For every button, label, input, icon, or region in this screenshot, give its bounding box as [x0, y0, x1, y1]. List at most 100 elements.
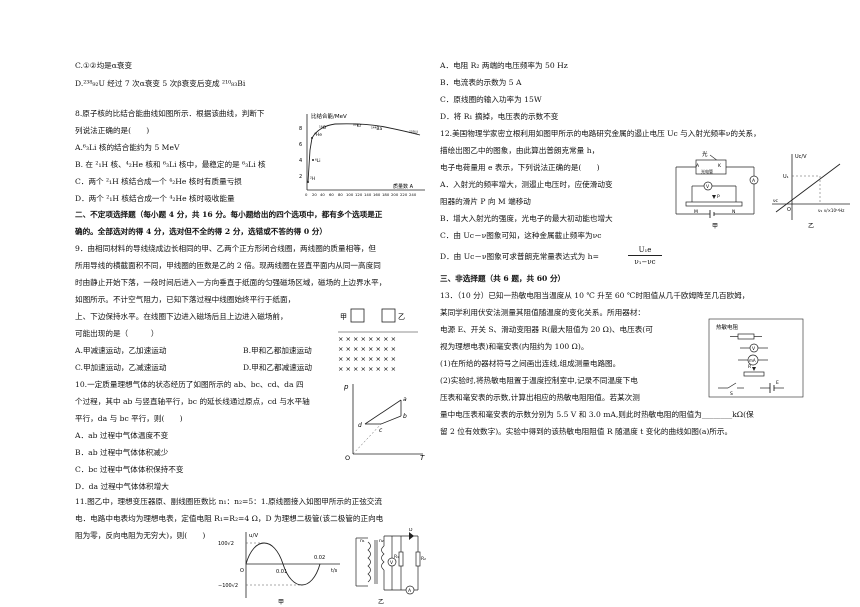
q13-line-5: (1)在所给的器材符号之间画出连线,组成测量电路图。 — [440, 359, 621, 368]
q8-stem-2: 列说法正确的是( ) — [75, 126, 150, 135]
pt-origin: O — [345, 454, 350, 460]
q11-option-d: D．将 R₁ 摘掉，电压表的示数不变 — [440, 112, 559, 121]
q9-line-6: 可能出现的是（ ） — [75, 329, 159, 338]
pt-axis-t: T — [420, 454, 425, 460]
fig8-label-kr: ⁸⁹Kr — [353, 123, 362, 129]
q9-option-d: D.甲和乙都减速运动 — [243, 363, 312, 372]
primary-coil — [367, 541, 371, 583]
pt-label-c: c — [379, 427, 383, 434]
q12-option-d: D．由 Uc－ν图象可求普朗克常量表达式为 h= — [440, 252, 599, 261]
pt-axis-p: p — [343, 383, 349, 391]
q13-line-2: 某同学利用伏安法测量其阻值随温度的变化关系。所用器材： — [440, 308, 646, 317]
q10-option-c: C．bc 过程中气体体积保持不变 — [75, 465, 184, 474]
pt-label-d: d — [358, 422, 362, 429]
u-min: −100√2 — [218, 583, 238, 589]
ammeter-label: A — [408, 588, 412, 594]
fig8-xtick: 160 — [373, 192, 381, 197]
coil-jia — [350, 308, 365, 323]
q12-option-b: B．增大入射光的强度，光电子的最大初动能也增大 — [440, 214, 613, 223]
q12-fraction-numerator: U₁e — [628, 245, 662, 256]
photoelectric-circuit: 光 K A 光电管 V A P M N 甲 — [675, 150, 759, 230]
switch-symbol — [727, 382, 737, 389]
binding-energy-chart: 比结合能/MeV 质量数 A 8 6 4 2 0 20 40 60 80 100… — [299, 112, 425, 197]
q9-line-1: 9．由相同材料的导线绕成边长相同的甲、乙两个正方形闭合线圈，两线圈的质量相等，但 — [75, 244, 376, 253]
fig8-ytick-2: 2 — [299, 174, 302, 180]
rheostat-symbol — [743, 371, 765, 377]
t-axis-label: t/s — [331, 568, 338, 574]
u1-label: U₁ — [783, 174, 789, 180]
q11-option-b: B．电流表的示数为 5 A — [440, 78, 522, 87]
q13-line-3: 电源 E、开关 S、滑动变阻器 R(最大阻值为 20 Ω)、电压表(可 — [440, 325, 653, 334]
u-max: 100√2 — [218, 541, 234, 547]
q10-option-a: A．ab 过程中气体温度不变 — [75, 431, 169, 440]
q10-option-b: B．ab 过程中气体体积减少 — [75, 448, 169, 457]
q12-line-2: 描绘出图乙中的图象，由此算出普朗克常量 h， — [440, 146, 600, 155]
resistor-r1 — [398, 551, 404, 567]
q13-line-8: 量中电压表和毫安表的示数分别为 5.5 V 和 3.0 mA,则此时热敏电阻的阻… — [440, 410, 754, 419]
q8-option-c: C．两个 ²₁H 核结合成一个 ⁴₂He 核时有质量亏损 — [75, 177, 242, 186]
thermistor-symbol — [737, 333, 755, 340]
coil-yi — [381, 308, 396, 323]
q10-line-2: 个过程，其中 ab 与竖直轴平行，bc 的延长线通过原点，cd 与水平轴 — [75, 397, 310, 406]
thermistor-components: 热敏电阻 V mA R S E — [708, 318, 804, 398]
light-label: 光 — [702, 150, 708, 158]
field-row: × × × × × × × × — [338, 345, 396, 353]
coil-field-figure: 甲 乙 × × × × × × × × × × × × × × × × × × … — [338, 308, 418, 373]
q10-line-1: 10.一定质量理想气体的状态经历了如图所示的 ab、bc、cd、da 四 — [75, 380, 304, 389]
q9-line-5: 上、下边保持水平。在线圈下边进入磁场后且上边进入磁场前， — [75, 312, 288, 321]
pt-label-b: b — [403, 413, 407, 420]
sine-curve — [245, 542, 321, 586]
fig8-point — [311, 137, 313, 139]
q8-option-a: A.⁶₃Li 核的结合能约为 5 MeV — [75, 143, 180, 152]
section-3-heading: 三、非选择题（共 6 题，共 60 分） — [440, 274, 566, 283]
field-row: × × × × × × × × — [338, 335, 396, 343]
fig8-xlabel: 质量数 A — [393, 183, 414, 190]
q13-line-9: 留 2 位有效数字)。实验中得到的该热敏电阻阻值 R 随温度 t 变化的曲线如图… — [440, 427, 733, 436]
label-r2: R₂ — [421, 556, 426, 562]
fig9-label-yi: 乙 — [398, 313, 405, 321]
section-2-heading-2: 确的。全部选对的得 4 分，选对但不全的得 2 分，选错或不答的得 0 分） — [75, 227, 327, 236]
q13-line-4: 视为理想电表)和毫安表(内阻约为 100 Ω)。 — [440, 342, 589, 351]
label-n: N — [732, 209, 735, 215]
binding-energy-curve — [307, 123, 421, 183]
q13-line-6: (2)实验时,将热敏电阻置于温度控制室中,记录不同温度下电 — [440, 376, 638, 385]
ammeter-icon — [405, 585, 415, 595]
sine-voltage-graph: u/V 100√2 −100√2 O 0.01 0.02 t/s 甲 — [218, 532, 340, 606]
thermistor-title: 热敏电阻 — [716, 323, 739, 331]
diode-icon — [409, 532, 414, 540]
q11-line-1: 11.图乙中，理想变压器原、副线圈匝数比 n₁：n₂=5：1.原线圈接入如图甲所… — [75, 497, 382, 506]
fig8-xtick: 180 — [382, 192, 390, 197]
secondary-coil — [381, 545, 385, 571]
field-row: × × × × × × × × — [338, 365, 396, 373]
label-p: P — [717, 194, 720, 200]
voltmeter-label: V — [752, 346, 756, 352]
q9-option-a: A.甲减速运动，乙加速运动 — [75, 346, 167, 355]
fig8-ytick-8: 8 — [299, 126, 302, 132]
voltmeter-label: V — [390, 560, 394, 566]
fig8-ylabel: 比结合能/MeV — [311, 112, 347, 120]
voltmeter-label: V — [706, 184, 710, 190]
t-tick-2: 0.02 — [314, 555, 325, 561]
uc-nu-line — [775, 163, 841, 213]
field-row: × × × × × × × × — [338, 355, 396, 363]
transformer-circuit: n₁ n₂ V R₁ D R₂ A 乙 — [355, 528, 426, 606]
fig8-point — [307, 181, 309, 183]
uc-nu-origin: O — [787, 207, 791, 213]
fig8-point — [312, 159, 314, 161]
q7-option-c: C.①②均是α衰变 — [75, 61, 133, 70]
pt-diagram: p T O a b c d — [343, 383, 425, 460]
fig8-xtick: 140 — [364, 192, 372, 197]
q12-line-1: 12.美国物理学家密立根利用如图甲所示的电路研究金属的遏止电压 Uc 与入射光频… — [440, 129, 761, 138]
fig8-xtick: 80 — [338, 192, 343, 197]
q9-line-2: 所用导线的横截面积不同，甲线圈的匝数是乙的 2 倍。现两线圈在竖直平面内从同一高… — [75, 261, 381, 270]
resistor-r2 — [415, 551, 421, 567]
label-r1: R₁ — [394, 554, 399, 560]
fig11-label-jia: 甲 — [278, 599, 284, 606]
q10-line-3: 平行，da 与 bc 平行，则( ) — [75, 414, 183, 423]
rheostat-slider — [752, 367, 756, 371]
nuc-label: νc — [773, 199, 779, 204]
q12-option-c: C．由 Uc－ν图象可知，这种金属截止频率为νc — [440, 231, 602, 240]
q8-option-d: D．两个 ²₁H 核结合成一个 ⁴₂He 核时吸收能量 — [75, 194, 235, 203]
q12-option-a: A．入射光的频率增大，测遏止电压时，应使滑动变 — [440, 180, 613, 189]
sine-origin: O — [240, 568, 244, 574]
